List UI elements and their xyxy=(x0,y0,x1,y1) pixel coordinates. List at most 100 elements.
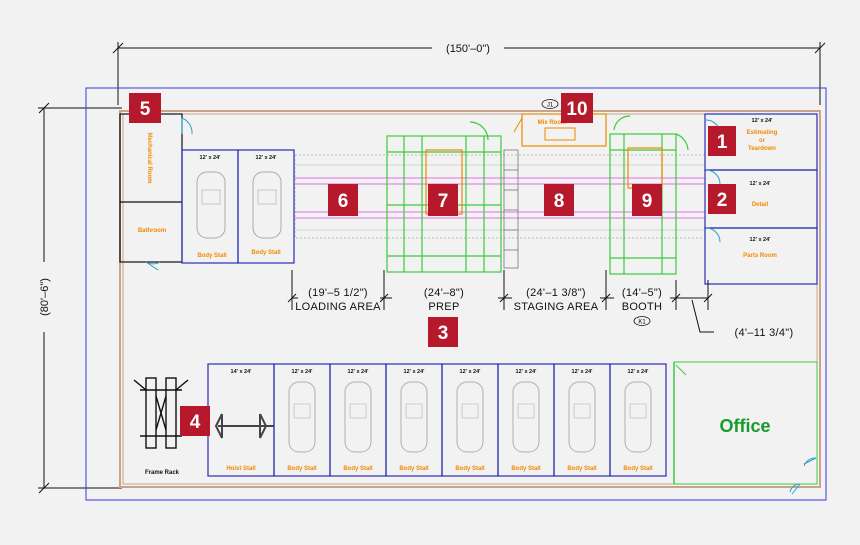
svg-text:9: 9 xyxy=(642,191,653,212)
car-icon xyxy=(288,381,316,453)
tag-j1: J1 xyxy=(541,99,559,109)
stall-size: 12' x 24' xyxy=(460,369,482,375)
svg-text:5: 5 xyxy=(140,99,151,120)
lift-icon xyxy=(214,413,274,439)
label-bg xyxy=(392,283,498,313)
stall-label: Body Stall xyxy=(197,253,227,259)
gap-dimension: (4'–11 3/4") xyxy=(735,327,794,339)
svg-text:Detail: Detail xyxy=(752,202,769,208)
stall-size: 12' x 24' xyxy=(292,369,314,375)
svg-text:1: 1 xyxy=(717,132,728,153)
building-inner-wall xyxy=(122,113,818,485)
stall-label: Hoist Stall xyxy=(226,466,256,472)
car-icon xyxy=(624,381,652,453)
car-icon xyxy=(512,381,540,453)
property-boundary xyxy=(85,87,827,501)
car-icon xyxy=(400,381,428,453)
svg-text:K1: K1 xyxy=(638,320,646,326)
booth-label: BOOTH xyxy=(622,301,663,313)
badge-3: 3 xyxy=(428,317,458,347)
bottom-stall: 12' x 24' Body Stall xyxy=(609,363,667,477)
staging-dimension: (24'–1 3/8") xyxy=(526,287,586,299)
badges: 1 2 3 4 5 6 7 8 9 10 xyxy=(129,93,736,436)
badge-2: 2 xyxy=(708,184,736,214)
stall-size: 12' x 24' xyxy=(516,369,538,375)
frame-rack xyxy=(133,377,189,449)
stall-label: Body Stall xyxy=(399,466,429,472)
office-label: Office xyxy=(719,416,770,436)
svg-text:10: 10 xyxy=(566,99,587,120)
label-bg xyxy=(512,283,600,313)
bottom-stall: 12' x 24' Body Stall xyxy=(553,363,611,477)
stall-size: 12' x 24' xyxy=(348,369,370,375)
mechanical-room-label: Mechanical Room xyxy=(146,132,152,183)
stall-label: Body Stall xyxy=(511,466,541,472)
car-icon xyxy=(568,381,596,453)
badge-1: 1 xyxy=(708,126,736,156)
office: Office xyxy=(673,361,818,495)
badge-6: 6 xyxy=(328,184,358,216)
svg-text:Teardown: Teardown xyxy=(748,146,776,152)
svg-text:Estimating: Estimating xyxy=(747,130,778,136)
svg-text:3: 3 xyxy=(438,323,449,344)
bottom-stall: 12' x 24' Body Stall xyxy=(441,363,499,477)
overall-depth-label: (80'–6") xyxy=(39,278,51,316)
bottom-stall: 12' x 24' Body Stall xyxy=(497,363,555,477)
staging-grid xyxy=(503,149,519,269)
stall-size: 12' x 24' xyxy=(404,369,426,375)
svg-text:4: 4 xyxy=(190,412,201,433)
booth-dimension: (14'–5") xyxy=(622,287,662,299)
svg-text:or: or xyxy=(759,138,766,144)
car-icon xyxy=(252,171,282,239)
stall-label: Body Stall xyxy=(287,466,317,472)
car-icon xyxy=(344,381,372,453)
loading-dimension: (19'–5 1/2") xyxy=(308,287,368,299)
loading-area-label: LOADING AREA xyxy=(295,301,381,313)
badge-4: 4 xyxy=(180,406,210,436)
door-swing-icon xyxy=(789,457,817,495)
badge-7: 7 xyxy=(428,184,458,216)
stall-size: 12' x 24' xyxy=(628,369,650,375)
badge-8: 8 xyxy=(544,184,574,216)
prep-dimension: (24'–8") xyxy=(424,287,464,299)
stall-label: Body Stall xyxy=(251,250,281,256)
top-stall: 12' x 24' Body Stall xyxy=(237,149,295,264)
bathroom-label: Bathroom xyxy=(138,228,166,234)
badge-5: 5 xyxy=(129,93,161,123)
stall-label: Body Stall xyxy=(455,466,485,472)
mix-room-label: Mix Room xyxy=(538,120,567,126)
prep-label: PREP xyxy=(428,301,459,313)
frame-rack-label: Frame Rack xyxy=(145,470,180,476)
door-swing-icon xyxy=(181,117,193,135)
dimension-bg xyxy=(432,40,504,56)
stall-label: Body Stall xyxy=(623,466,653,472)
parts-room: 12' x 24' Parts Room xyxy=(704,227,818,285)
svg-text:12' x 24': 12' x 24' xyxy=(752,118,774,124)
stall-size: 12' x 24' xyxy=(200,155,222,161)
badge-10: 10 xyxy=(561,93,593,123)
car-icon xyxy=(196,171,226,239)
label-bg xyxy=(298,283,380,313)
stall-size: 12' x 24' xyxy=(256,155,278,161)
stall-size: 14' x 24' xyxy=(231,369,253,375)
svg-text:6: 6 xyxy=(338,191,349,212)
svg-text:J1: J1 xyxy=(547,103,554,109)
badge-9: 9 xyxy=(632,184,662,216)
svg-text:Parts Room: Parts Room xyxy=(743,253,777,259)
stall-label: Body Stall xyxy=(567,466,597,472)
svg-text:2: 2 xyxy=(717,190,728,211)
car-icon xyxy=(456,381,484,453)
overall-width-label: (150'–0") xyxy=(446,43,490,55)
svg-text:8: 8 xyxy=(554,191,565,212)
stall-label: Body Stall xyxy=(343,466,373,472)
stall-size: 12' x 24' xyxy=(572,369,594,375)
staging-area-label: STAGING AREA xyxy=(514,301,599,313)
svg-text:12' x 24': 12' x 24' xyxy=(750,181,772,187)
prep-booth xyxy=(386,121,502,273)
svg-text:12' x 24': 12' x 24' xyxy=(750,237,772,243)
door-swing-icon xyxy=(145,261,161,271)
svg-text:7: 7 xyxy=(438,191,449,212)
tag-k1: K1 xyxy=(633,316,651,326)
